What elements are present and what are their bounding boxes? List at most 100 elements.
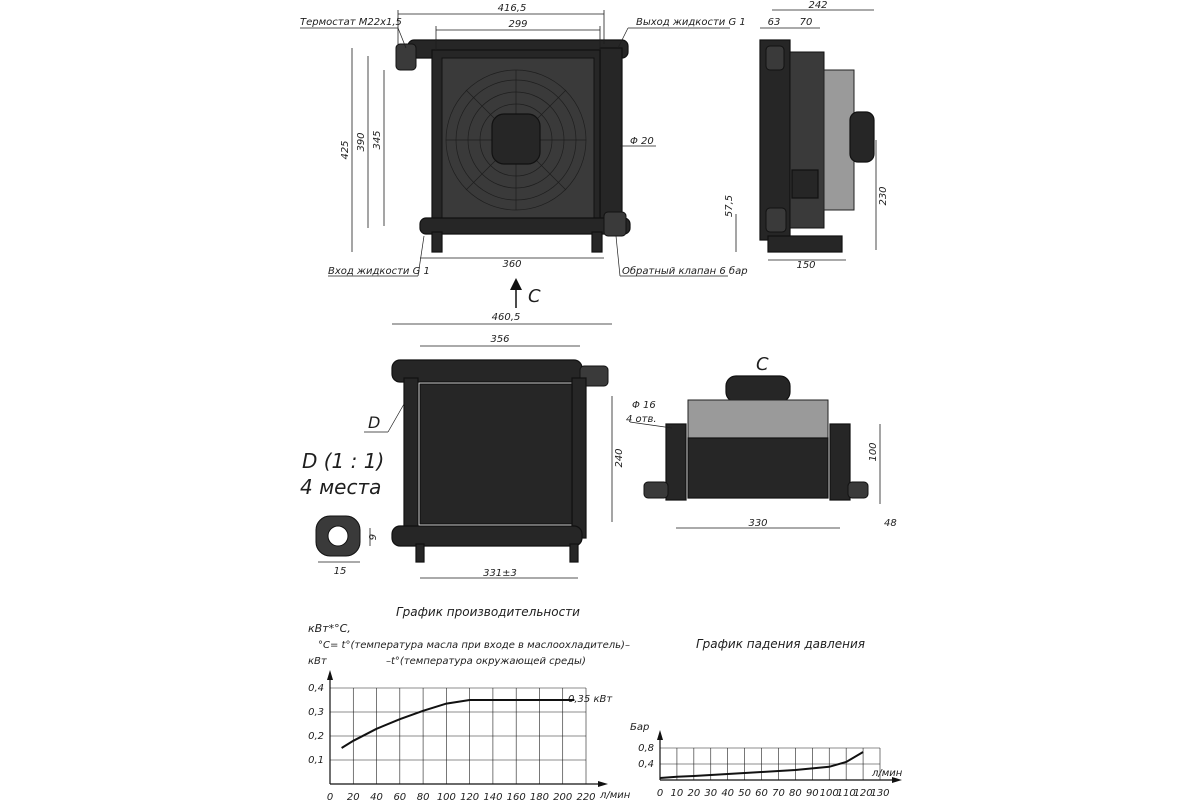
series-line: [341, 699, 575, 749]
dim-width-inner: 299: [508, 19, 527, 30]
fan-motor-hub: [491, 113, 541, 165]
detail-title: D (1 : 1): [302, 449, 384, 473]
x-tick-label: 70: [772, 788, 785, 799]
side-core: [759, 39, 791, 241]
view-c-title: C: [756, 354, 769, 375]
view-c-dim-48: 48: [884, 518, 897, 529]
x-tick-label: 80: [789, 788, 802, 799]
inlet-label: Вход жидкости G 1: [328, 266, 430, 277]
y-tick-label: 0,1: [308, 755, 324, 766]
detail-dim-15: 15: [334, 566, 347, 577]
x-tick-label: 200: [553, 792, 572, 800]
bottom-dim-height: 240: [614, 448, 625, 467]
dim-height-total: 425: [340, 140, 351, 159]
x-tick-label: 30: [704, 788, 717, 799]
x-tick-label: 120: [854, 788, 873, 799]
x-tick-label: 40: [370, 792, 383, 800]
front-foot-left: [431, 231, 443, 253]
view-arrow-label: C: [528, 286, 541, 307]
side-dim-total: 242: [808, 0, 827, 11]
y-axis-arrow: [327, 670, 333, 680]
side-dim-150: 150: [796, 260, 815, 271]
side-bottom-fitting: [765, 207, 787, 233]
x-tick-label: 20: [347, 792, 360, 800]
bottom-dim-inner: 356: [490, 334, 509, 345]
leader-thermostat-tip: [397, 27, 407, 49]
view-arrow: C: [510, 278, 541, 308]
y-tick-label: 0,3: [308, 707, 324, 718]
x-tick-label: 0: [327, 792, 333, 800]
x-tick-label: 80: [417, 792, 430, 800]
x-tick-label: 220: [576, 792, 595, 800]
side-dim-63: 63: [768, 17, 781, 28]
view-c-left-post: [665, 423, 687, 501]
x-tick-label: 10: [671, 788, 684, 799]
dim-height-390: 390: [356, 132, 367, 151]
view-c-hole-count: 4 отв.: [626, 414, 657, 425]
front-foot-right: [591, 231, 603, 253]
view-c: C Φ 16 4 отв. 100 330 48: [626, 354, 897, 529]
perf-chart-title: График производительности: [396, 605, 580, 619]
x-tick-label: 40: [721, 788, 734, 799]
perf-chart-formula-1: °С= t°(температура масла при входе в мас…: [318, 640, 630, 651]
leader-check-valve-tip: [615, 235, 621, 277]
side-fan-motor: [849, 111, 875, 163]
side-dim-70: 70: [800, 17, 813, 28]
leader-hole: [629, 421, 673, 429]
x-tick-label: 140: [483, 792, 502, 800]
side-fan-guard: [823, 69, 855, 211]
view-arrow-head: [510, 278, 522, 290]
x-tick-label: 120: [460, 792, 479, 800]
bottom-right-post: [571, 377, 587, 539]
view-c-fan-guard: [687, 399, 829, 441]
dim-height-345: 345: [372, 130, 383, 149]
x-axis-arrow: [892, 777, 902, 783]
check-valve-label: Обратный клапан 6 бар: [622, 265, 748, 277]
dim-pipe-diameter: Φ 20: [630, 136, 654, 147]
pressure-chart-title: График падения давления: [696, 637, 865, 651]
view-c-hole-label: Φ 16: [632, 400, 656, 411]
bottom-fitting: [579, 365, 609, 387]
x-tick-label: 110: [837, 788, 856, 799]
side-shroud: [789, 51, 825, 229]
side-view: 242 63 70 230 57,5 150: [724, 0, 889, 271]
thermostat-fitting: [395, 43, 417, 71]
detail-hole: [327, 525, 349, 547]
x-tick-label: 90: [806, 788, 819, 799]
bottom-left-post: [403, 377, 419, 539]
x-tick-label: 100: [437, 792, 456, 800]
view-c-fitting-left: [643, 481, 669, 499]
x-tick-label: 20: [687, 788, 700, 799]
view-c-right-post: [829, 423, 851, 501]
x-tick-label: 60: [755, 788, 768, 799]
performance-chart: График производительности кВт*°С, °С= t°…: [308, 605, 631, 800]
series-line: [659, 751, 864, 779]
view-c-motor: [725, 375, 791, 403]
side-dim-230: 230: [878, 186, 889, 205]
front-bottom-manifold: [419, 217, 631, 235]
view-c-core: [687, 437, 829, 499]
perf-chart-annotation: 0,35 кВт: [568, 694, 613, 705]
perf-chart-ylabel: кВт: [308, 656, 328, 667]
view-c-dim-100: 100: [868, 442, 879, 461]
y-tick-label: 0,4: [308, 683, 324, 694]
thermostat-label: Термостат М22х1,5: [300, 17, 402, 28]
bottom-dim-base: 331±3: [483, 568, 517, 579]
x-tick-label: 100: [820, 788, 839, 799]
pressure-chart-xlabel: л/мин: [871, 768, 903, 779]
dim-width-total: 416,5: [498, 3, 527, 14]
pressure-chart-ylabel: Бар: [630, 722, 649, 733]
front-view: 416,5 299 425 390 345 360 Термостат М22х…: [300, 3, 748, 277]
front-right-pipe: [599, 47, 623, 231]
perf-chart-unit: кВт*°С,: [308, 622, 351, 635]
y-tick-label: 0,8: [638, 743, 654, 754]
detail-marker-d: D: [368, 413, 380, 432]
view-c-fitting-right: [847, 481, 869, 499]
y-axis-arrow: [657, 730, 663, 740]
perf-chart-xlabel: л/мин: [599, 790, 631, 800]
dim-base-width: 360: [502, 259, 521, 270]
y-tick-label: 0,4: [638, 759, 654, 770]
